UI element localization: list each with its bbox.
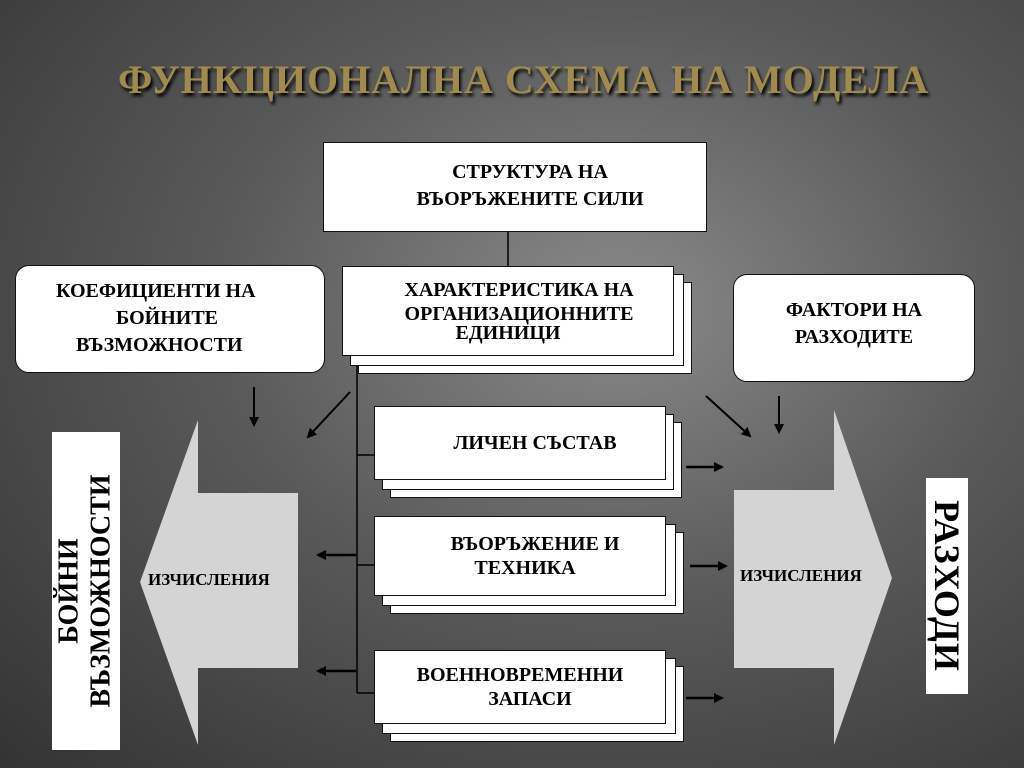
combat-capabilities-box: БОЙНИ ВЪЗМОЖНОСТИ — [52, 432, 120, 750]
costs-label: РАЗХОДИ — [927, 500, 968, 672]
characteristics-line1: ХАРАКТЕРИСТИКА НА — [404, 278, 634, 301]
right-calc-arrow-shape — [734, 410, 892, 745]
characteristics-line2: ОРГАНИЗАЦИОННИТЕ — [404, 302, 634, 325]
weapons-line1: ВЪОРЪЖЕНИЕ И — [450, 533, 620, 555]
combat-capabilities-line1: БОЙНИ — [54, 538, 86, 644]
slide-title: ФУНКЦИОНАЛНА СХЕМА НА МОДЕЛА — [118, 57, 930, 102]
personnel-stack: ЛИЧЕН СЪСТАВ — [374, 406, 684, 500]
characteristics-stack: ХАРАКТЕРИСТИКА НА ОРГАНИЗАЦИОННИТЕ ЕДИНИ… — [342, 266, 692, 376]
cost-factors-box: ФАКТОРИ НА РАЗХОДИТЕ — [733, 274, 975, 382]
coefficients-line1: КОЕФИЦИЕНТИ НА — [56, 280, 256, 302]
characteristics-box: ХАРАКТЕРИСТИКА НА ОРГАНИЗАЦИОННИТЕ ЕДИНИ… — [342, 266, 674, 356]
cost-factors-line2: РАЗХОДИТЕ — [794, 326, 914, 348]
weapons-stack: ВЪОРЪЖЕНИЕ И ТЕХНИКА — [374, 516, 686, 616]
left-calc-arrow-shape — [140, 420, 298, 745]
weapons-line2: ТЕХНИКА — [474, 557, 576, 579]
right-calc-label: ИЗЧИСЛЕНИЯ — [740, 566, 862, 585]
coefficients-line2: БОЙНИТЕ — [116, 307, 218, 329]
structure-line2: ВЪОРЪЖЕНИТЕ СИЛИ — [416, 188, 644, 210]
reserves-stack: ВОЕННОВРЕМЕННИ ЗАПАСИ — [374, 650, 686, 744]
reserves-box: ВОЕННОВРЕМЕННИ ЗАПАСИ — [374, 650, 666, 724]
coefficients-line3: ВЪЗМОЖНОСТИ — [76, 334, 243, 356]
characteristics-line3: ЕДИНИЦИ — [455, 321, 561, 344]
weapons-box: ВЪОРЪЖЕНИЕ И ТЕХНИКА — [374, 516, 666, 596]
personnel-box: ЛИЧЕН СЪСТАВ — [374, 406, 666, 480]
combat-capabilities-line2: ВЪЗМОЖНОСТИ — [86, 474, 118, 708]
reserves-line1: ВОЕННОВРЕМЕННИ — [416, 664, 624, 686]
personnel-label: ЛИЧЕН СЪСТАВ — [453, 432, 617, 454]
structure-line1: СТРУКТУРА НА — [452, 161, 608, 183]
coefficients-box: КОЕФИЦИЕНТИ НА БОЙНИТЕ ВЪЗМОЖНОСТИ — [15, 265, 325, 373]
reserves-line2: ЗАПАСИ — [488, 688, 572, 710]
cost-factors-line1: ФАКТОРИ НА — [785, 299, 923, 321]
costs-box: РАЗХОДИ — [926, 478, 968, 694]
left-calc-label: ИЗЧИСЛЕНИЯ — [148, 570, 270, 589]
armed-forces-structure-box: СТРУКТУРА НА ВЪОРЪЖЕНИТЕ СИЛИ — [323, 142, 707, 232]
